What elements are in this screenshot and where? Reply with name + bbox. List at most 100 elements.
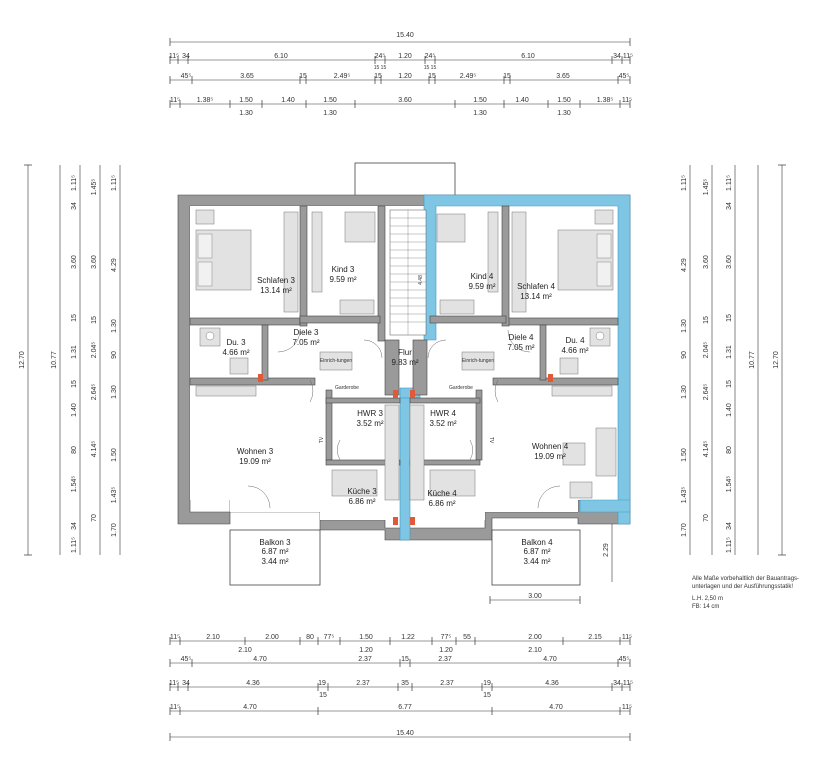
- kitchen-counter-4: [409, 404, 425, 501]
- top-r3-3: 1.40: [281, 97, 295, 104]
- top-r1-5: 24⁵: [425, 53, 436, 60]
- top-r2-7: 2.49⁵: [460, 73, 477, 80]
- bot-r3-8: 4.36: [545, 680, 559, 687]
- right-a-3: 90: [681, 351, 688, 359]
- label-garderobe-3: Garderobe: [335, 385, 359, 391]
- right-c-0: 1.11⁵: [726, 175, 733, 191]
- bot-total: 15.40: [396, 730, 414, 737]
- right-c-2: 3.60: [726, 255, 733, 269]
- room-schlafen3-area: 13.14 m²: [260, 286, 292, 295]
- toilet-3: [229, 357, 249, 375]
- bed-3: [195, 229, 252, 291]
- door-swings: [247, 329, 561, 509]
- left-a-5: 15: [71, 380, 78, 388]
- wardrobe: [311, 211, 323, 293]
- top-r3-4: 1.50: [323, 97, 337, 104]
- left-a-9: 34: [71, 522, 78, 530]
- left-b-1: 3.60: [91, 255, 98, 269]
- top-r3-10: 11⁵: [622, 97, 632, 104]
- label-einrichtung-4: Einrich-tungen: [462, 358, 494, 364]
- balkon-3-slab: [229, 529, 321, 586]
- bot-r4-3: 4.70: [549, 704, 563, 711]
- right-c-5: 15: [726, 380, 733, 388]
- room-kueche4-area: 6.86 m²: [428, 499, 455, 508]
- room-kind3-name: Kind 3: [332, 265, 355, 274]
- bot-r2-5: 4.70: [543, 656, 557, 663]
- bot-r1-5: 1.50: [359, 634, 373, 641]
- top-r1-3: 24⁵: [375, 53, 386, 60]
- left-b-2: 15: [91, 316, 98, 324]
- right-total: 12.70: [773, 351, 780, 369]
- top-r2-1: 3.65: [240, 73, 254, 80]
- bot-r3-7: 19: [483, 680, 491, 687]
- top-r1-2: 6.10: [274, 53, 288, 60]
- left-c-5: 1.50: [111, 448, 118, 462]
- bot-r3-5: 35: [401, 680, 409, 687]
- bot-r1-0: 11⁵: [170, 634, 180, 641]
- marker: [410, 390, 415, 398]
- top-r2-2: 15: [299, 73, 307, 80]
- table-4: [562, 442, 586, 466]
- top-r3-7: 1.40: [515, 97, 529, 104]
- bot-r2-0: 45⁵: [181, 656, 192, 663]
- wardrobe: [487, 211, 499, 293]
- right-b-1: 3.60: [703, 255, 710, 269]
- top-r3-0: 11⁵: [170, 97, 180, 104]
- bot-r1-11: 11⁵: [622, 634, 632, 641]
- room-wohnen3-area: 19.09 m²: [239, 457, 271, 466]
- bot-r1-sub-1: 1.20: [359, 647, 373, 654]
- left-b-0: 1.45⁵: [91, 179, 98, 196]
- bot-r1-7: 77⁵: [441, 634, 452, 641]
- top-r1-sub-1: 15 15: [424, 65, 437, 71]
- room-kueche4-name: Küche 4: [427, 489, 457, 498]
- sideboard-4: [551, 385, 613, 397]
- notes: Alle Maße vorbehaltlich der Bauantrags- …: [692, 576, 799, 610]
- room-hwr4-name: HWR 4: [430, 409, 456, 418]
- top-r1-sub-0: 15 15: [374, 65, 387, 71]
- bed-kind-4: [439, 299, 475, 315]
- top-r2-5: 1.20: [398, 73, 412, 80]
- left-a-0: 1.11⁵: [71, 175, 78, 191]
- top-r1-7: 34: [613, 53, 621, 60]
- left-b-5: 4.14⁵: [91, 441, 98, 458]
- bot-r3-2: 4.36: [246, 680, 260, 687]
- top-r2-9: 3.65: [556, 73, 570, 80]
- top-r2-4: 15: [374, 73, 382, 80]
- top-r2-10: 45⁵: [619, 73, 630, 80]
- bot-r1-sub-0: 2.10: [238, 647, 252, 654]
- room-kind3-area: 9.59 m²: [329, 275, 356, 284]
- right-b-6: 70: [703, 514, 710, 522]
- right-c-3: 15: [726, 314, 733, 322]
- room-balkon3-area: 6.87 m²: [261, 547, 288, 556]
- room-wohnen4-area: 19.09 m²: [534, 452, 566, 461]
- bot-r4-0: 11⁵: [170, 704, 180, 711]
- top-r3-6: 1.50: [473, 97, 487, 104]
- right-a-7: 1.70: [681, 523, 688, 537]
- marker: [258, 374, 263, 382]
- room-hwr3-name: HWR 3: [357, 409, 383, 418]
- top-r1-1: 34: [182, 53, 190, 60]
- right-c-4: 1.31: [726, 345, 733, 359]
- room-hwr3-area: 3.52 m²: [356, 419, 383, 428]
- room-schlafen4-name: Schlafen 4: [517, 282, 555, 291]
- bot-r3-sub-1: 15: [483, 692, 491, 699]
- stair-steps: [390, 210, 426, 335]
- room-balkon4-name: Balkon 4: [521, 538, 553, 547]
- left-a-2: 3.60: [71, 255, 78, 269]
- top-dimensions: 15.40 11⁵ 34 6.10 24⁵ 1.20 24⁵ 6.10 34 1…: [169, 32, 633, 117]
- bot-r3-10: 11⁵: [623, 680, 633, 687]
- top-r3-sub-3: 1.30: [557, 110, 571, 117]
- room-kind4-area: 9.59 m²: [468, 282, 495, 291]
- right-a-5: 1.50: [681, 448, 688, 462]
- bot-r1-8: 55: [463, 634, 471, 641]
- room-kueche3-name: Küche 3: [347, 487, 377, 496]
- room-balkon3-name: Balkon 3: [259, 538, 291, 547]
- left-a-8: 1.54⁵: [71, 476, 78, 493]
- sideboard-3: [195, 385, 257, 397]
- top-r3-5: 3.60: [398, 97, 412, 104]
- bot-r1-sub-3: 2.10: [528, 647, 542, 654]
- bot-r1-6: 1.22: [401, 634, 415, 641]
- left-c-1: 4.29: [111, 258, 118, 272]
- right-a-1: 4.29: [681, 258, 688, 272]
